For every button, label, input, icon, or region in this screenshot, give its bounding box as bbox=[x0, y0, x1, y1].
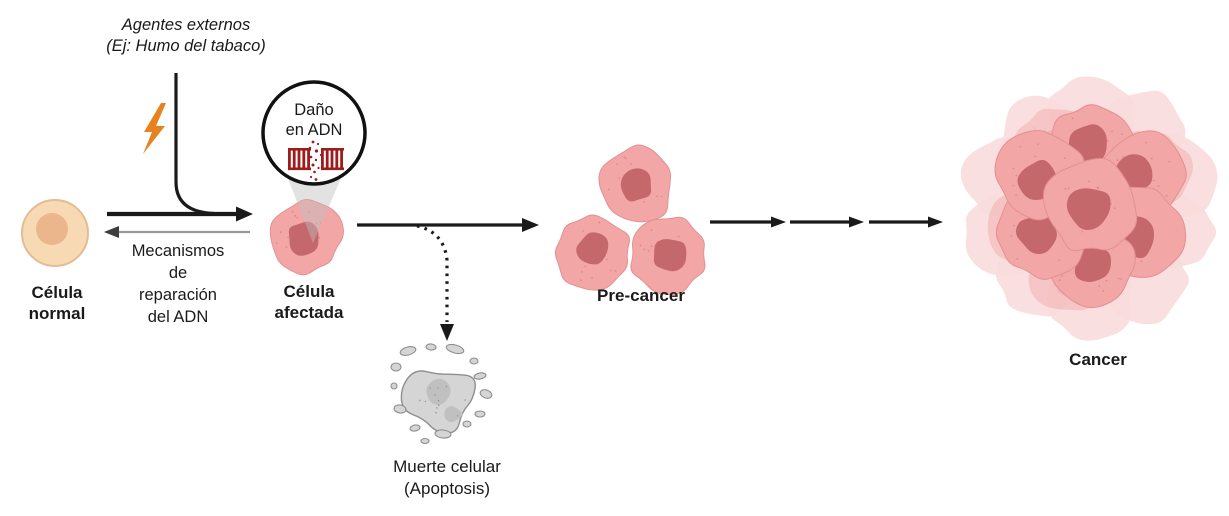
dano-adn-label: Daño en ADN bbox=[285, 101, 343, 139]
celula-normal-label: Célula normal bbox=[28, 283, 86, 323]
cancer-cell-cluster bbox=[960, 76, 1218, 341]
arrow-progression-2 bbox=[790, 216, 864, 228]
cancer-label: Cancer bbox=[1069, 350, 1127, 369]
dna-damage-icon bbox=[288, 140, 344, 181]
celula-afectada-label: Célula afectada bbox=[274, 282, 344, 322]
arrow-affected-to-precancer bbox=[357, 218, 539, 232]
arrow-to-apoptosis bbox=[416, 224, 454, 341]
apoptosis-cell bbox=[390, 343, 493, 445]
lightning-icon bbox=[143, 103, 166, 154]
arrow-progression-3 bbox=[869, 216, 943, 228]
arrow-progression-1 bbox=[710, 216, 786, 228]
arrow-normal-to-affected bbox=[107, 206, 253, 222]
precancer-cells bbox=[554, 144, 706, 296]
mecanismos-reparacion-label: Mecanismos de reparación del ADN bbox=[131, 242, 225, 326]
agentes-externos-label: Agentes externos (Ej: Humo del tabaco) bbox=[106, 16, 266, 55]
zoom-cone bbox=[287, 176, 342, 243]
muerte-celular-label: Muerte celular (Apoptosis) bbox=[393, 457, 501, 498]
pre-cancer-label: Pre-cancer bbox=[597, 286, 685, 305]
affected-cell bbox=[269, 199, 344, 276]
normal-cell bbox=[21, 199, 89, 267]
arrow-dna-repair bbox=[104, 226, 250, 238]
agent-connector-line bbox=[174, 73, 215, 216]
